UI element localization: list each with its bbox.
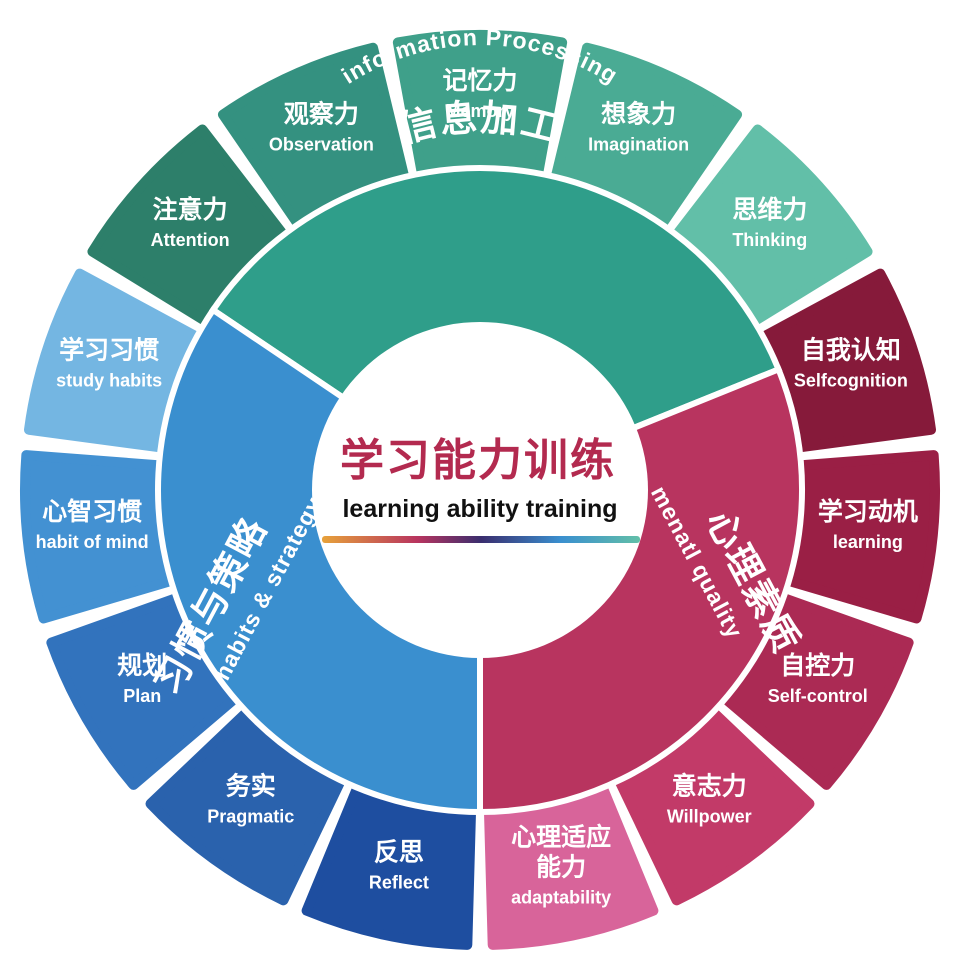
tile-label-en: Pragmatic xyxy=(207,807,294,827)
tile-label-en: adaptability xyxy=(511,887,611,907)
inner-ring xyxy=(155,165,805,816)
tile-label-en: Attention xyxy=(151,230,230,250)
tile-label-cn: 自我认知 xyxy=(801,335,901,364)
tile-label-en: Thinking xyxy=(732,230,807,250)
tile-label-cn: 记忆力 xyxy=(442,66,517,95)
tile-label-cn: 自控力 xyxy=(780,651,855,680)
tile-label-en: Imagination xyxy=(588,135,689,155)
tile-label-cn: 能力 xyxy=(536,852,586,881)
tile-label-en: habit of mind xyxy=(36,532,149,552)
tile-label-cn: 学习习惯 xyxy=(59,335,159,364)
tile-label-cn: 观察力 xyxy=(284,100,359,129)
center-gradient-bar xyxy=(322,536,640,543)
tile-label-en: Willpower xyxy=(667,807,752,827)
tile-label-en: study habits xyxy=(56,370,162,390)
tile-label-en: Plan xyxy=(123,686,161,706)
tile-label-cn: 规划 xyxy=(117,651,167,680)
center-subtitle: learning ability training xyxy=(342,495,617,523)
tile-label-cn: 反思 xyxy=(374,837,424,866)
tile-label-cn: 想象力 xyxy=(601,100,676,129)
tile-label-cn: 心智习惯 xyxy=(42,497,142,526)
tile-label-cn: 务实 xyxy=(226,772,276,801)
tile-label-cn: 意志力 xyxy=(672,772,747,801)
tile-label-en: Self-control xyxy=(768,686,868,706)
tile-label-en: Memory xyxy=(445,101,514,121)
tile-label-en: learning xyxy=(833,532,903,552)
center-disc xyxy=(312,322,648,658)
tile-label-cn: 心理适应 xyxy=(511,822,611,851)
tile-label-en: Observation xyxy=(269,135,374,155)
tile-label-cn: 思维力 xyxy=(732,195,807,224)
tile-label-en: Selfcognition xyxy=(794,370,908,390)
center-title: 学习能力训练 xyxy=(340,435,616,486)
tile-label-cn: 学习动机 xyxy=(818,497,918,526)
tile-label-en: Reflect xyxy=(369,872,429,892)
tile-label-cn: 注意力 xyxy=(153,195,228,224)
